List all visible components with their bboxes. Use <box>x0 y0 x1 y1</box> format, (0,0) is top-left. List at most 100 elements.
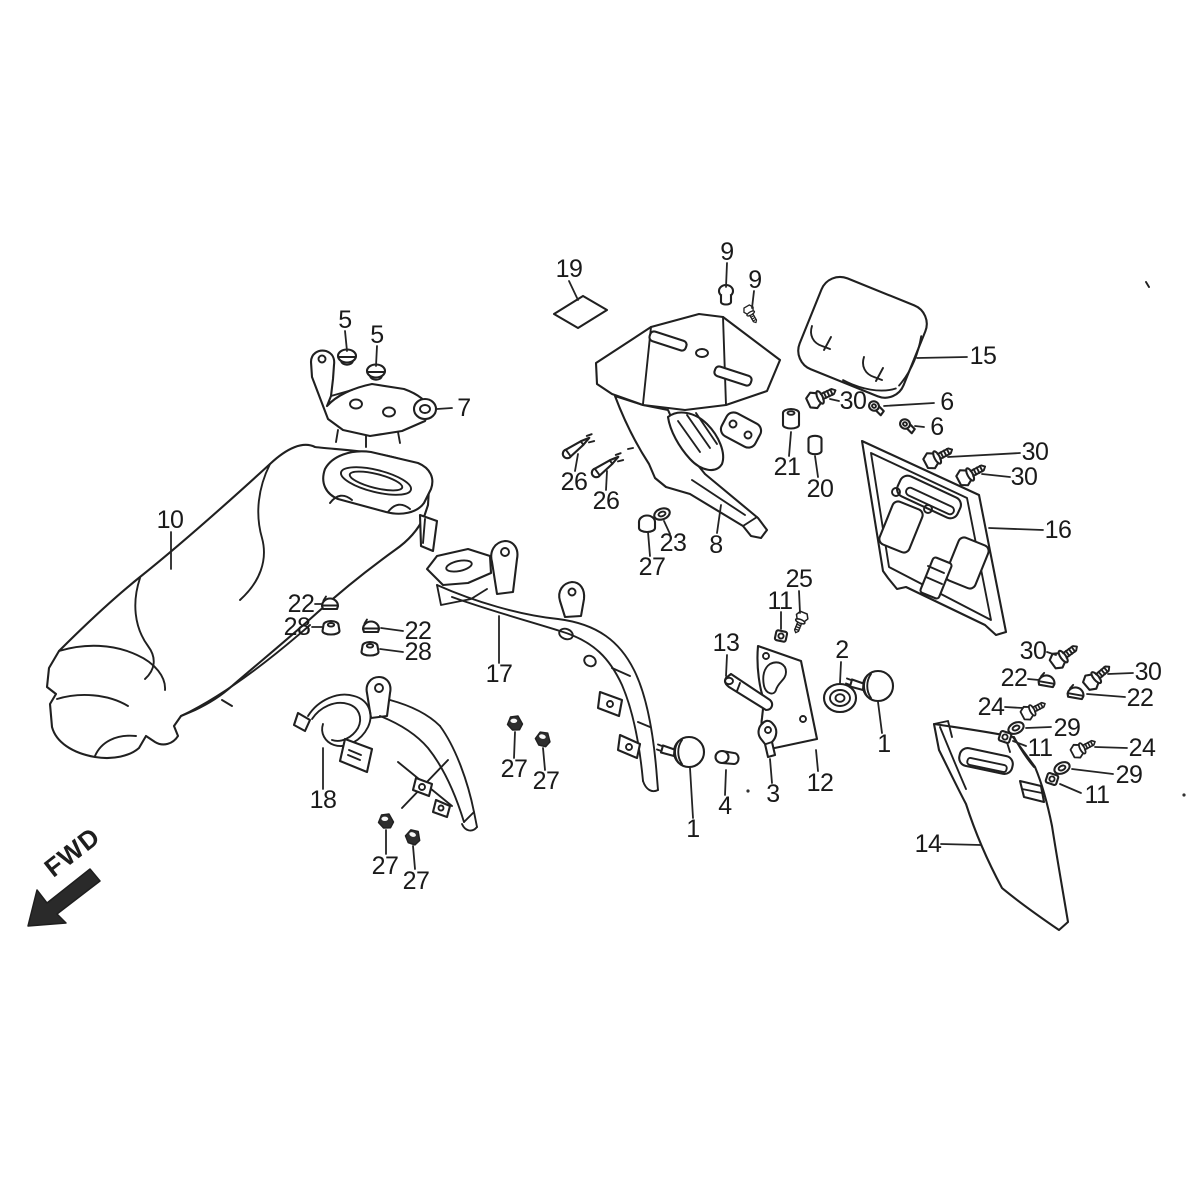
part-callout-11: 11 <box>1085 781 1110 809</box>
leader-line-28 <box>379 648 404 653</box>
leader-line-2 <box>839 661 842 684</box>
scan-specks <box>627 281 1186 797</box>
part-callout-25: 25 <box>786 565 813 593</box>
part-callout-14: 14 <box>915 830 942 858</box>
leader-line-30 <box>1107 672 1134 675</box>
part-callout-27: 27 <box>639 553 666 581</box>
part-callout-27: 27 <box>501 755 528 783</box>
part-rod-13 <box>723 672 774 712</box>
part-lever-3 <box>757 719 778 759</box>
leader-line-6 <box>914 425 925 428</box>
leader-line-24 <box>1094 746 1128 749</box>
part-mudflap-14 <box>932 720 1070 932</box>
leader-line-27 <box>513 731 516 759</box>
leader-line-20 <box>814 455 819 478</box>
leader-line-19 <box>568 280 579 301</box>
leader-line-8 <box>716 504 722 534</box>
part-bolt-20 <box>807 434 823 456</box>
part-callout-9: 9 <box>720 238 733 266</box>
leader-line-9 <box>751 290 755 309</box>
part-callout-30: 30 <box>1020 637 1047 665</box>
part-callout-22: 22 <box>1127 684 1154 712</box>
part-rear-fender-10 <box>45 443 439 760</box>
part-callout-24: 24 <box>1129 734 1156 762</box>
part-bracket-18 <box>292 675 478 832</box>
part-patch-19 <box>552 294 609 330</box>
leader-line-3 <box>769 758 773 784</box>
leader-line-16 <box>988 527 1044 531</box>
leader-line-12 <box>815 749 819 772</box>
part-callout-1: 1 <box>686 815 699 843</box>
leader-lines <box>170 262 1134 870</box>
part-callout-27: 27 <box>533 767 560 795</box>
leader-line-29 <box>1025 726 1052 729</box>
part-grommet-1-left <box>655 735 706 769</box>
part-callout-18: 18 <box>310 786 337 814</box>
part-callout-5: 5 <box>338 306 351 334</box>
part-callout-5: 5 <box>370 321 383 349</box>
part-bushing-21 <box>781 407 801 430</box>
leader-line-15 <box>916 356 968 359</box>
part-fender-b-8 <box>594 312 782 540</box>
leader-line-1 <box>689 767 694 819</box>
part-callout-21: 21 <box>774 453 801 481</box>
part-callout-30: 30 <box>1135 658 1162 686</box>
part-callout-22: 22 <box>405 617 432 645</box>
leader-line-26 <box>605 470 608 491</box>
leader-line-27 <box>542 747 546 771</box>
part-callout-12: 12 <box>807 769 834 797</box>
part-callout-28: 28 <box>284 613 311 641</box>
part-nuts-27 <box>377 514 657 847</box>
leader-line-22 <box>380 627 404 632</box>
leader-line-11 <box>1059 783 1082 794</box>
part-callout-24: 24 <box>978 693 1005 721</box>
part-callout-1: 1 <box>877 730 890 758</box>
part-callout-26: 26 <box>561 468 588 496</box>
leader-line-9 <box>725 262 728 288</box>
part-grommets-5 <box>336 348 387 381</box>
leader-line-30 <box>947 452 1021 458</box>
leader-line-22 <box>1027 678 1040 681</box>
leader-line-13 <box>725 654 728 677</box>
leader-line-30 <box>981 473 1011 478</box>
part-callout-6: 6 <box>940 388 953 416</box>
part-reflector-15 <box>797 275 928 399</box>
fwd-arrow-icon <box>27 868 101 927</box>
leader-line-14 <box>940 843 982 846</box>
part-callout-10: 10 <box>157 506 184 534</box>
leader-line-5 <box>375 345 378 367</box>
part-callout-30: 30 <box>840 387 867 415</box>
leader-line-21 <box>788 431 792 457</box>
part-callout-4: 4 <box>718 792 732 820</box>
part-callout-22: 22 <box>288 590 315 618</box>
part-callout-22: 22 <box>1001 664 1028 692</box>
leader-line-27 <box>647 531 651 557</box>
leader-line-25 <box>798 590 801 614</box>
leader-line-11 <box>1012 740 1027 747</box>
part-callout-28: 28 <box>405 638 432 666</box>
part-callout-29: 29 <box>1116 761 1143 789</box>
part-collar-2 <box>822 682 858 714</box>
part-callout-29: 29 <box>1054 714 1081 742</box>
part-screw-25 <box>789 609 811 636</box>
part-callout-27: 27 <box>372 852 399 880</box>
part-stay-17 <box>425 539 659 793</box>
leader-line-23 <box>663 520 671 535</box>
part-plate-16 <box>860 439 1008 637</box>
leader-line-24 <box>1004 706 1024 709</box>
part-callout-20: 20 <box>807 475 834 503</box>
leader-line-22 <box>1086 693 1126 698</box>
part-bracket-7 <box>309 349 438 448</box>
part-callout-2: 2 <box>835 636 848 664</box>
leader-line-29 <box>1071 768 1114 775</box>
part-callout-17: 17 <box>486 660 513 688</box>
part-callout-11: 11 <box>1028 734 1053 762</box>
part-callout-7: 7 <box>457 394 470 422</box>
part-callout-8: 8 <box>709 531 722 559</box>
part-callout-15: 15 <box>970 342 997 370</box>
leader-line-1 <box>877 701 883 734</box>
part-callout-30: 30 <box>1022 438 1049 466</box>
